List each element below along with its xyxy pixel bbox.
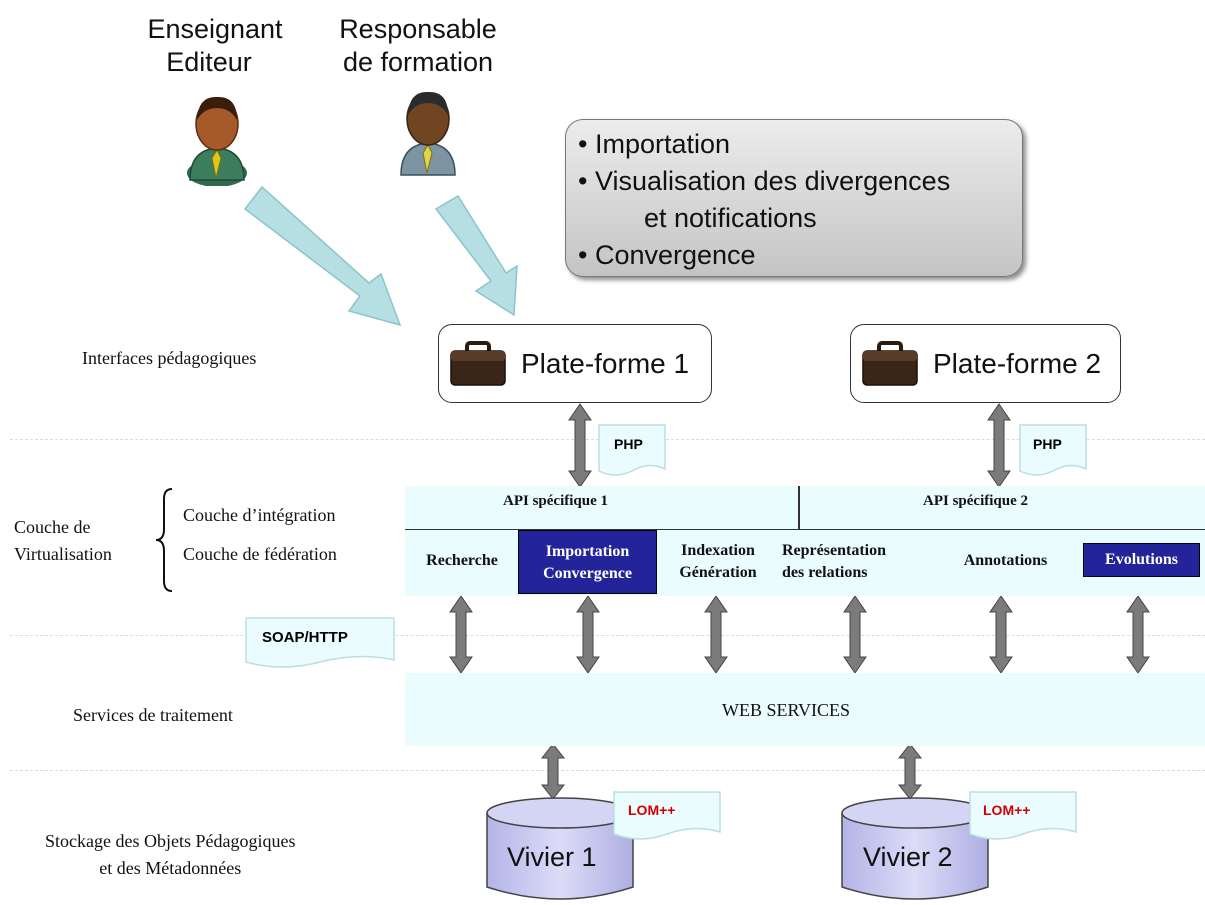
arrow-ws-vivier2 xyxy=(897,743,923,800)
indexation-label: Indexation xyxy=(681,542,755,559)
actor-2-line1: Responsable xyxy=(339,14,497,44)
api-divider xyxy=(798,486,800,529)
actor-label-responsable: Responsable de formation xyxy=(318,13,518,79)
features-callout: • Importation • Visualisation des diverg… xyxy=(565,119,1023,277)
layer-label-federation: Couche de fédération xyxy=(183,544,337,564)
callout-item-convergence: • Convergence xyxy=(578,240,756,270)
convergence-label: Convergence xyxy=(543,565,632,582)
generation-label: Génération xyxy=(679,564,757,581)
virtualisation-line1: Couche de xyxy=(14,517,91,537)
layer-label-services: Services de traitement xyxy=(73,705,233,725)
php-document-icon-2 xyxy=(1019,424,1087,476)
arrow-importation-ws xyxy=(576,595,600,674)
arrow-platform1-api xyxy=(568,403,592,488)
callout-item-importation: • Importation xyxy=(578,129,731,159)
layer-divider-2 xyxy=(10,635,1205,636)
actor-1-line2: Editeur xyxy=(166,47,252,77)
federation-cell-annotations[interactable]: Annotations xyxy=(948,550,1063,572)
lom-label-2: LOM++ xyxy=(983,802,1031,818)
briefcase-icon xyxy=(450,340,506,386)
relations-label: des relations xyxy=(782,564,868,581)
lom-label-1: LOM++ xyxy=(628,802,676,818)
recherche-label: Recherche xyxy=(426,552,498,569)
actor-label-enseignant: Enseignant Editeur xyxy=(120,13,310,79)
storage-line2: et des Métadonnées xyxy=(99,858,242,878)
teacher-person-icon xyxy=(187,96,247,186)
api-specific-2[interactable]: API spécifique 2 xyxy=(923,493,1028,509)
web-services-label: WEB SERVICES xyxy=(722,700,851,720)
arrow-evolutions-ws xyxy=(1126,595,1150,674)
php-document-icon-1 xyxy=(598,424,666,476)
federation-cell-importation-convergence[interactable]: Importation Convergence xyxy=(518,530,657,594)
lom-document-icon-2 xyxy=(969,791,1077,840)
storage-line1: Stockage des Objets Pédagogiques xyxy=(45,831,296,851)
annotations-label: Annotations xyxy=(963,552,1048,569)
federation-cell-recherche[interactable]: Recherche xyxy=(412,550,512,572)
soap-http-label: SOAP/HTTP xyxy=(262,629,348,646)
arrow-annotations-ws xyxy=(989,595,1013,674)
layer-label-interfaces: Interfaces pédagogiques xyxy=(82,348,257,368)
php-label-1: PHP xyxy=(614,436,643,452)
api-specific-1[interactable]: API spécifique 1 xyxy=(503,493,608,509)
representation-label: Représentation xyxy=(782,542,886,559)
arrow-indexation-ws xyxy=(704,595,728,674)
php-label-2: PHP xyxy=(1033,436,1062,452)
manager-person-icon xyxy=(400,91,456,176)
callout-item-notifications: et notifications xyxy=(644,203,817,233)
federation-cell-evolutions[interactable]: Evolutions xyxy=(1083,543,1200,577)
vivier-2-database-icon xyxy=(841,797,989,900)
arrow-representation-ws xyxy=(843,595,867,674)
layer-divider-3 xyxy=(10,770,1205,771)
layer-label-storage: Stockage des Objets Pédagogiques et des … xyxy=(45,828,295,882)
platform-1-label: Plate-forme 1 xyxy=(521,347,690,379)
lom-document-icon-1 xyxy=(613,791,721,840)
actor-1-line1: Enseignant xyxy=(147,14,283,44)
web-services-band[interactable] xyxy=(405,673,1205,746)
federation-cell-indexation-generation[interactable]: Indexation Génération xyxy=(662,540,774,584)
brace-icon xyxy=(155,488,173,592)
platform-2-box[interactable]: Plate-forme 2 xyxy=(850,324,1121,403)
briefcase-icon xyxy=(862,340,918,386)
arrow-enseignant-to-platform xyxy=(243,185,402,327)
soap-document-icon xyxy=(245,617,395,668)
integration-layer-band xyxy=(405,486,1205,530)
callout-item-visualisation: • Visualisation des divergences xyxy=(578,166,951,196)
platform-1-box[interactable]: Plate-forme 1 xyxy=(438,324,712,403)
platform-2-label: Plate-forme 2 xyxy=(933,347,1102,379)
evolutions-label: Evolutions xyxy=(1105,551,1178,568)
vivier-1-database-icon xyxy=(486,797,634,900)
vivier-1-label: Vivier 1 xyxy=(507,842,597,872)
arrow-ws-vivier1 xyxy=(540,743,566,800)
importation-label: Importation xyxy=(545,543,630,560)
virtualisation-line2: Virtualisation xyxy=(14,544,112,564)
arrow-responsable-to-platform xyxy=(434,194,518,317)
vivier-2-label: Vivier 2 xyxy=(863,842,953,872)
arrow-recherche-ws xyxy=(449,595,473,674)
federation-cell-representation[interactable]: Représentation des relations xyxy=(782,540,932,584)
arrow-platform2-api xyxy=(987,403,1011,488)
layer-label-virtualisation: Couche de Virtualisation xyxy=(14,514,112,568)
layer-label-integration: Couche d’intégration xyxy=(183,505,336,525)
actor-2-line2: de formation xyxy=(342,47,494,77)
